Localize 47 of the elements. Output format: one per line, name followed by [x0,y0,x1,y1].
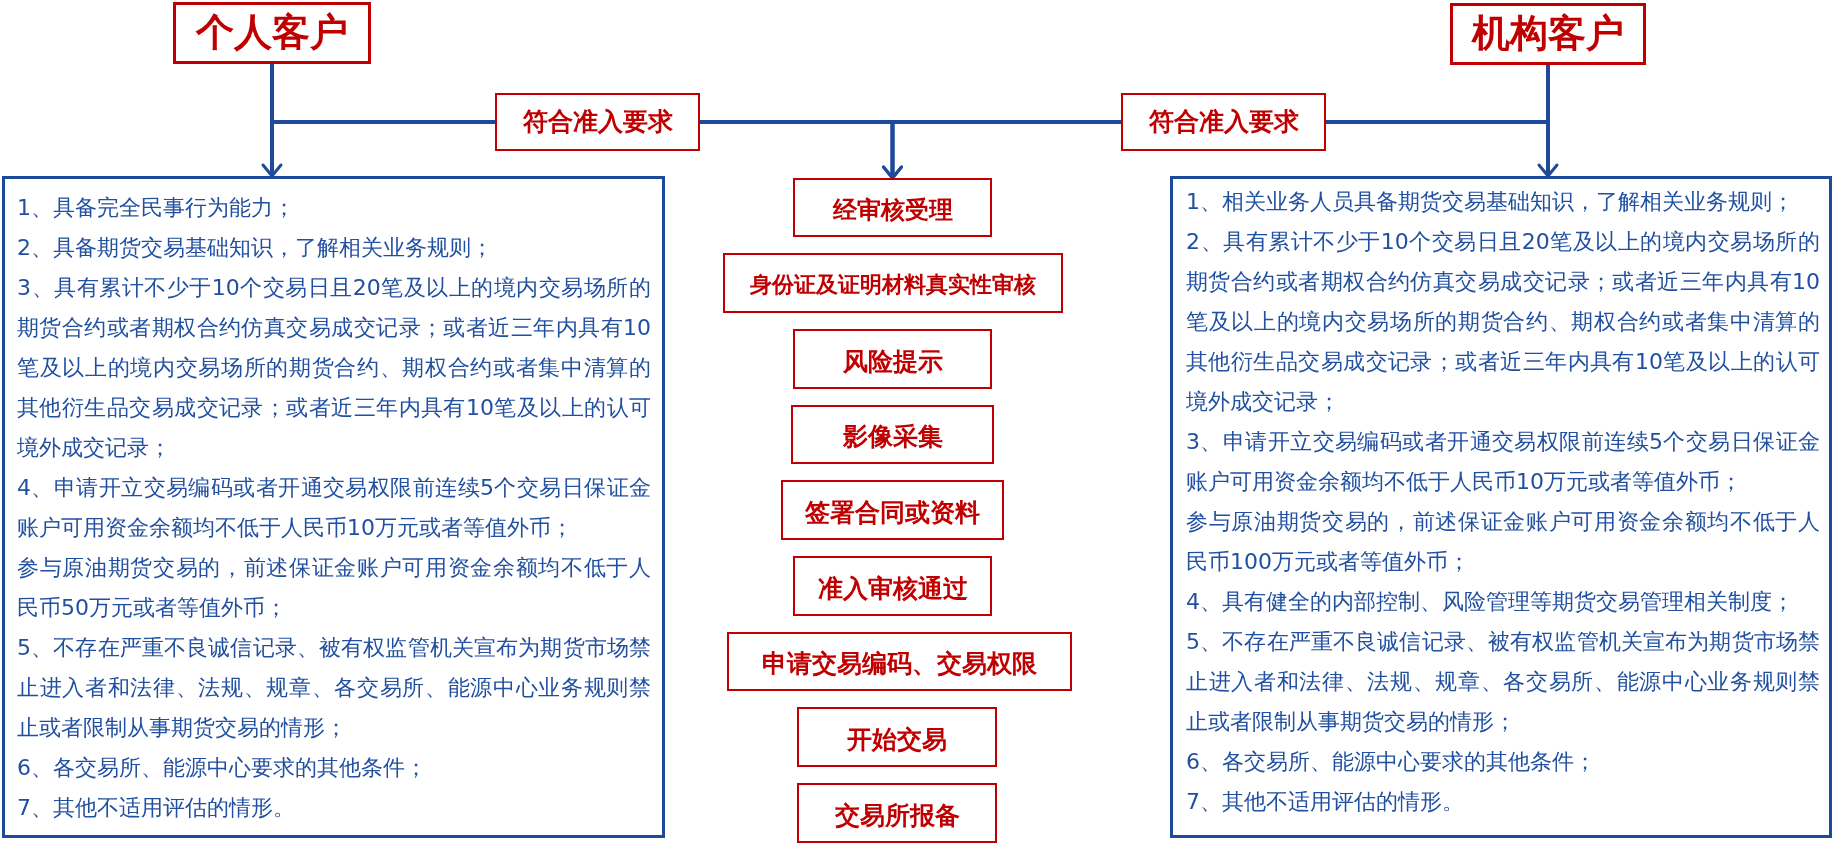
process-box [793,329,992,389]
requirement-item: 4、申请开立交易编码或者开通交易权限前连续5个交易日保证金账户可用资金余额均不低于人民币10万元或者等值外币； [17,474,651,542]
requirements-panel [2,176,665,838]
requirements-panel [1170,176,1832,838]
customer-type-box [173,2,371,64]
condition-box [1121,93,1326,151]
process-label: 经审核受理 [832,195,953,225]
process-label: 申请交易编码、交易权限 [762,649,1037,679]
requirement-item: 6、各交易所、能源中心要求的其他条件； [1186,748,1597,776]
requirement-item: 5、不存在严重不良诚信记录、被有权监管机关宣布为期货市场禁止进入者和法律、法规、规章、各交易所、能源中心业务规则禁止或者限制从事期货交易的情形； [1186,628,1820,736]
requirement-item: 4、具有健全的内部控制、风险管理等期货交易管理相关制度； [1186,588,1795,616]
requirement-item: 2、具有累计不少于10个交易日且20笔及以上的境内交易场所的期货合约或者期权合约仿真交易成交记录；或者近三年内具有10笔及以上的境内交易场所的期货合约、期权合约或者集中清算的其他衍生品交易成交记录；或者近三年内具有10笔及以上的认可境外成交记录； [1186,228,1820,416]
requirement-item: 1、相关业务人员具备期货交易基础知识，了解相关业务规则； [1186,188,1795,216]
process-box [797,707,997,767]
requirement-item: 1、具备完全民事行为能力； [17,194,296,222]
customer-type-box [1450,3,1646,65]
requirement-item: 参与原油期货交易的，前述保证金账户可用资金余额均不低于人民币50万元或者等值外币； [17,554,651,622]
process-label: 风险提示 [842,346,943,377]
process-label: 身份证及证明材料真实性审核 [750,272,1036,299]
requirement-item: 5、不存在严重不良诚信记录、被有权监管机关宣布为期货市场禁止进入者和法律、法规、规章、各交易所、能源中心业务规则禁止或者限制从事期货交易的情形； [17,634,651,742]
requirement-item: 3、申请开立交易编码或者开通交易权限前连续5个交易日保证金账户可用资金余额均不低于人民币10万元或者等值外币； [1186,428,1820,496]
process-box [793,556,992,616]
requirement-item: 参与原油期货交易的，前述保证金账户可用资金余额均不低于人民币100万元或者等值外币； [1186,508,1820,576]
process-box [797,783,997,843]
process-box [793,178,992,237]
process-label: 影像采集 [842,422,943,452]
customer-type-label: 机构客户 [1472,12,1624,56]
process-box [723,253,1063,313]
process-box [727,632,1072,691]
process-box [791,405,994,464]
process-label: 交易所报备 [834,800,960,831]
connector-line [270,64,495,124]
process-label: 开始交易 [847,724,947,755]
requirement-item: 7、其他不适用评估的情形。 [17,794,296,822]
requirement-item: 6、各交易所、能源中心要求的其他条件； [17,754,428,782]
customer-type-label: 个人客户 [196,11,348,55]
requirement-item: 2、具备期货交易基础知识，了解相关业务规则； [17,234,494,262]
connector-arrow [882,120,1121,180]
condition-label: 符合准入要求 [522,107,673,137]
requirement-item: 3、具有累计不少于10个交易日且20笔及以上的境内交易场所的期货合约或者期权合约仿真交易成交记录；或者近三年内具有10笔及以上的境内交易场所的期货合约、期权合约或者集中清算的其他衍生品交易成交记录；或者近三年内具有10笔及以上的认可境外成交记录； [17,274,651,462]
process-label: 签署合同或资料 [805,497,980,528]
condition-label: 符合准入要求 [1148,107,1299,137]
requirement-item: 7、其他不适用评估的情形。 [1186,788,1465,816]
connector-arrow [1537,65,1559,178]
condition-box [495,93,700,151]
process-box [781,480,1004,540]
process-label: 准入审核通过 [817,573,968,604]
